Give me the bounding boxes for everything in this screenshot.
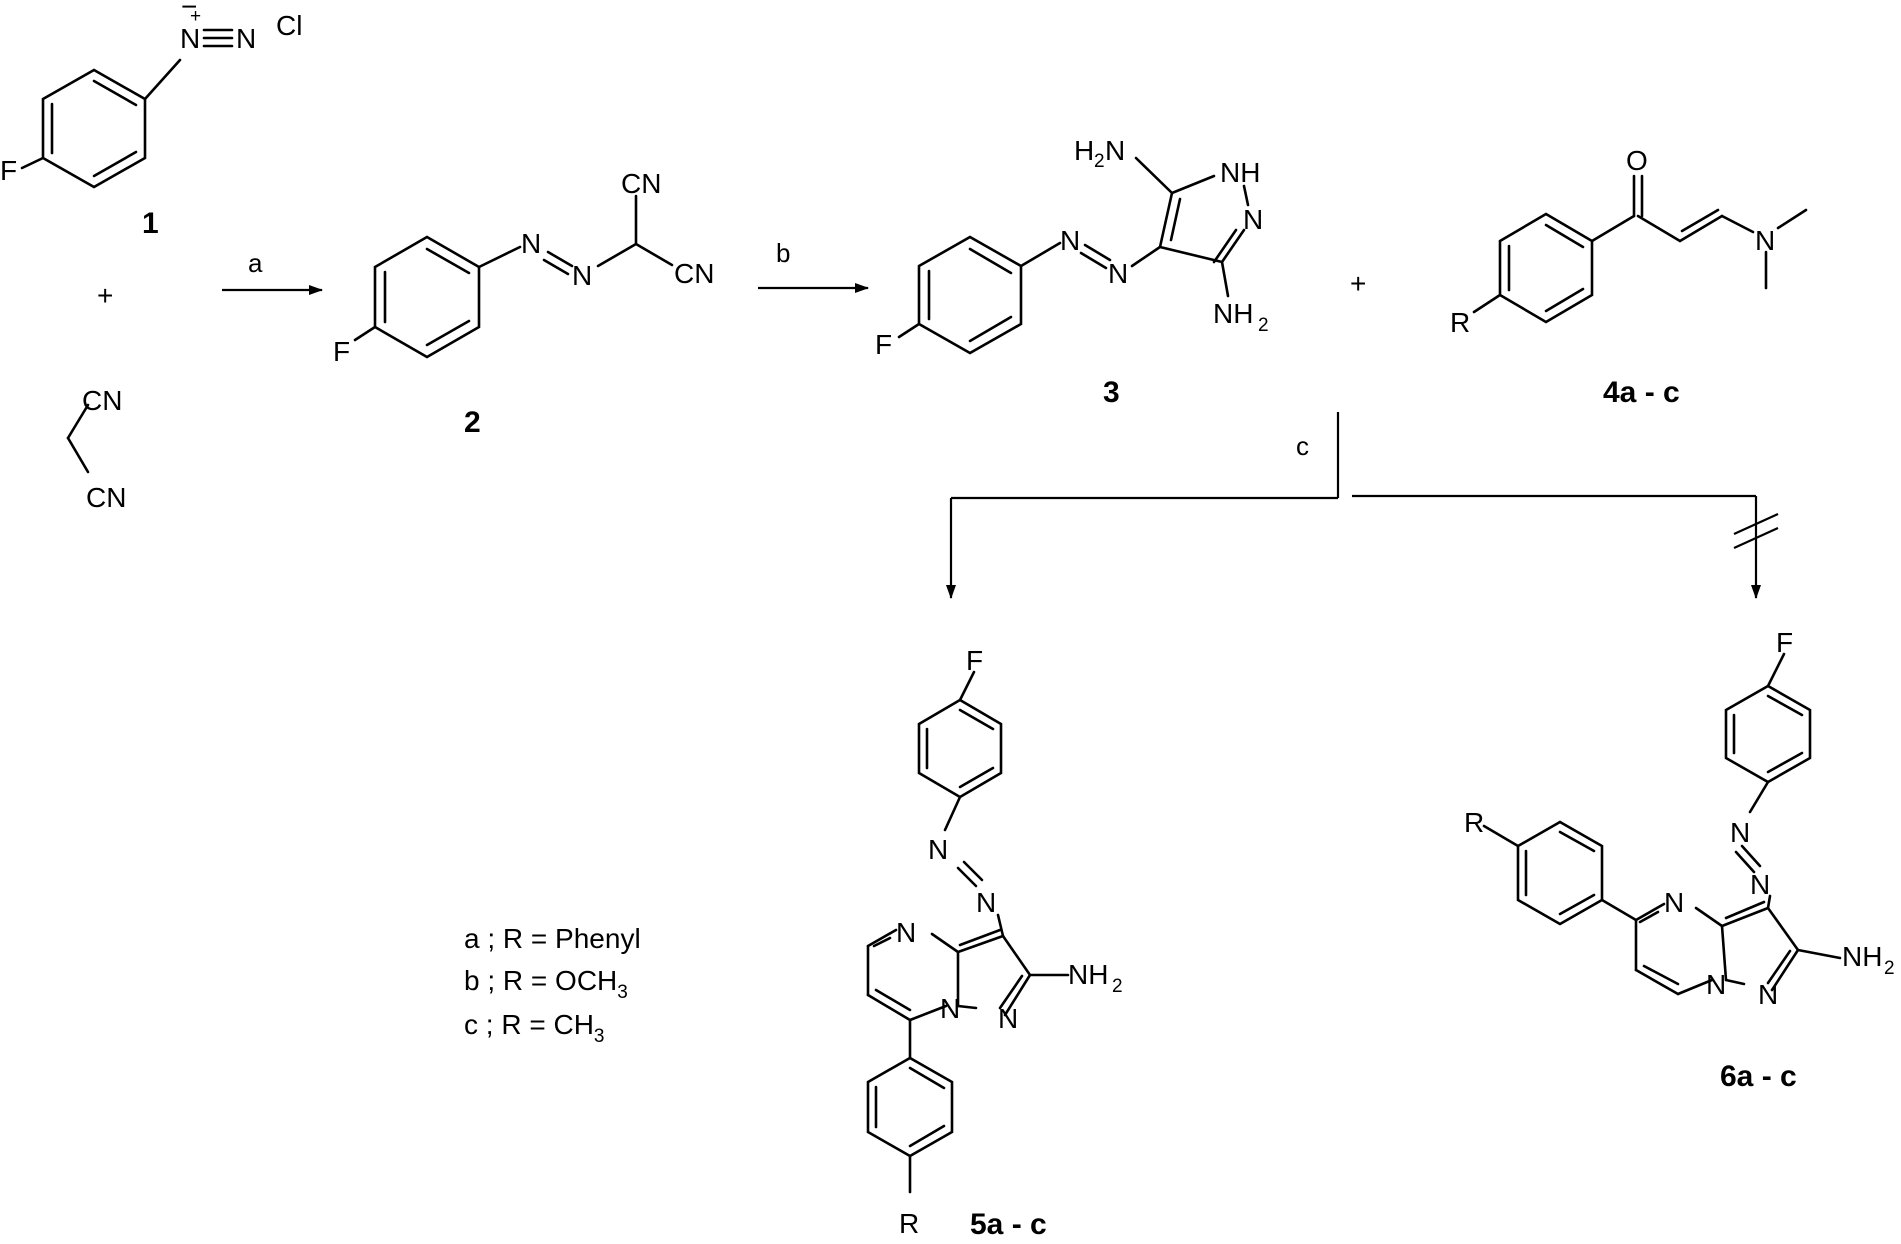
compound-1-structure: N N Cl + − F [0, 0, 302, 189]
atom-label: N [976, 887, 996, 918]
blocked-mark [1733, 526, 1779, 550]
malononitrile-structure: CN CN [66, 385, 126, 513]
atom-label: N [572, 260, 592, 291]
compound-label-2: 2 [464, 406, 481, 439]
atom-label: R [899, 1208, 919, 1239]
atom-label: O [1626, 145, 1648, 176]
atom-label: F [966, 645, 983, 676]
atom-subscript: 2 [1258, 315, 1269, 336]
charge-minus: − [181, 0, 197, 22]
atom-label: N [1758, 979, 1778, 1010]
plus-sign: + [1350, 268, 1366, 299]
atom-label: N [896, 917, 916, 948]
atom-label: N [1105, 135, 1125, 166]
compound-label-3: 3 [1103, 376, 1120, 409]
atom-label: CN [674, 258, 714, 289]
atom-label: Cl [276, 10, 302, 41]
compound-4-structure: O N R [1450, 145, 1808, 338]
plus-sign: + [97, 280, 113, 311]
atom-label: F [875, 329, 892, 360]
atom-label: NH [1213, 298, 1253, 329]
compound-label-4: 4a - c [1603, 376, 1680, 409]
reagent-label-b: b [776, 238, 790, 268]
atom-label: H [1074, 135, 1094, 166]
atom-label: N [928, 834, 948, 865]
atom-label: N [180, 23, 200, 54]
substituent-legend: a ; R = Phenyl b ; R = OCH3 c ; R = CH3 [464, 923, 641, 1047]
atom-label: N [1108, 258, 1128, 289]
atom-label: NH [1842, 941, 1882, 972]
atom-label: N [1243, 204, 1263, 235]
atom-subscript: 2 [1112, 976, 1123, 997]
atom-label: N [1730, 817, 1750, 848]
reagent-label-a: a [248, 248, 263, 278]
atom-label: R [1464, 807, 1484, 838]
compound-3-structure: N N NH N H 2 N NH 2 F [875, 135, 1269, 360]
atom-label: N [1755, 225, 1775, 256]
reagent-label-c: c [1296, 431, 1309, 461]
atom-label: N [1060, 225, 1080, 256]
atom-label: F [0, 155, 17, 186]
legend-row-b: b ; R = OCH3 [464, 965, 628, 1003]
compound-5-structure: F N N N N N NH 2 R [866, 645, 1123, 1239]
compound-2-structure: N N CN CN F [333, 168, 714, 367]
atom-label: CN [82, 385, 122, 416]
compound-6-structure: F N N N N N NH 2 R [1464, 627, 1895, 1010]
atom-label: N [1750, 869, 1770, 900]
atom-label: N [1664, 887, 1684, 918]
atom-label: N [940, 993, 960, 1024]
atom-label: NH [1220, 157, 1260, 188]
atom-label: F [333, 336, 350, 367]
atom-label: N [236, 23, 256, 54]
legend-row-c: c ; R = CH3 [464, 1009, 605, 1047]
atom-subscript: 2 [1884, 958, 1895, 979]
blocked-mark [1733, 512, 1779, 536]
reaction-arrow-c [946, 412, 1779, 599]
atom-label: CN [621, 168, 661, 199]
atom-label: CN [86, 482, 126, 513]
legend-row-a: a ; R = Phenyl [464, 923, 641, 954]
atom-label: N [998, 1003, 1018, 1034]
atom-subscript: 2 [1094, 151, 1105, 172]
compound-label-5: 5a - c [970, 1208, 1047, 1241]
atom-label: NH [1068, 959, 1108, 990]
charge-plus: + [190, 6, 201, 27]
compound-label-1: 1 [142, 207, 159, 240]
atom-label: N [521, 228, 541, 259]
atom-label: R [1450, 307, 1470, 338]
atom-label: F [1776, 627, 1793, 658]
compound-label-6: 6a - c [1720, 1060, 1797, 1093]
atom-label: N [1706, 969, 1726, 1000]
